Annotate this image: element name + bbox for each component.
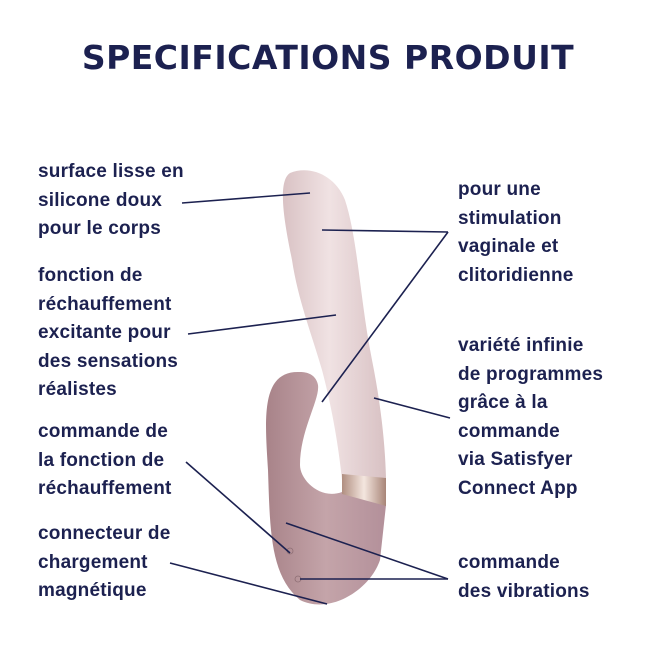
label-vibration-control: commande des vibrations <box>458 552 590 602</box>
device-base <box>266 371 386 605</box>
leader-line-programs <box>373 397 451 419</box>
device-shaft <box>282 170 386 480</box>
leader-line-surface <box>181 192 311 204</box>
label-app-programs: variété infinie de programmes grâce à la… <box>458 335 604 499</box>
leader-line-heating <box>187 314 337 335</box>
label-magnetic-charger: connecteur de chargement magnétique <box>38 523 171 601</box>
label-smooth-silicone: surface lisse en silicone doux pour le c… <box>38 161 184 239</box>
label-heating-function: fonction de réchauffement excitante pour… <box>38 265 179 400</box>
label-heat-control: commande de la fonction de réchauffement <box>38 421 172 499</box>
leader-line-heat-control <box>185 461 291 554</box>
leader-line-stimulation-a <box>321 229 449 233</box>
leader-line-stimulation-b <box>321 231 449 403</box>
label-dual-stimulation: pour une stimulation vaginale et clitori… <box>458 179 574 286</box>
leader-line-connector <box>169 562 328 605</box>
leader-line-vibrations-a <box>285 522 449 580</box>
page-title: SPECIFICATIONS PRODUIT <box>81 38 575 77</box>
device-ring <box>342 474 386 506</box>
